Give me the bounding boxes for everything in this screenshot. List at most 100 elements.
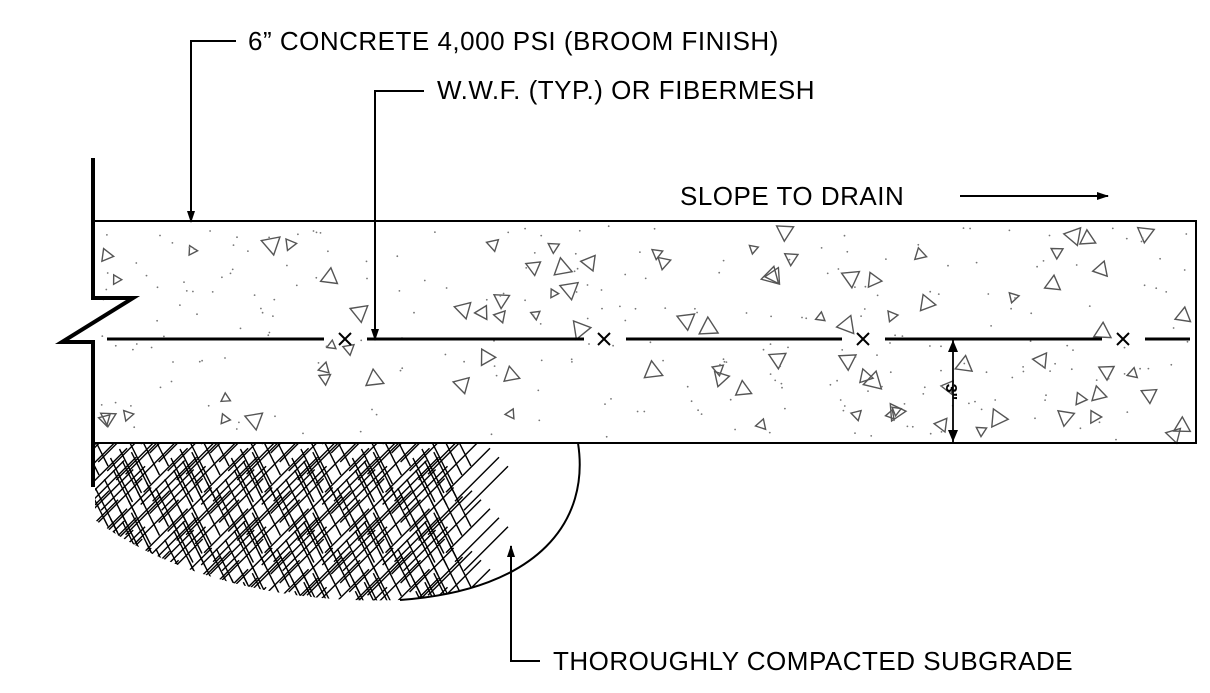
sand-speck [1125,237,1128,240]
sand-speck [836,379,838,382]
sand-speck [1183,269,1186,271]
sand-speck [1014,297,1016,299]
sand-speck [985,371,988,374]
sand-speck [962,227,965,230]
sand-speck [612,344,614,347]
sand-speck [268,331,271,334]
sand-speck [968,402,970,405]
sand-speck [788,258,791,261]
sand-speck [604,403,606,405]
hatch-cell [140,443,222,481]
sand-speck [864,285,867,288]
hatch-cell [291,443,351,503]
cross-marker [597,332,611,346]
sand-speck [319,232,322,234]
aggregate-mark [112,273,124,286]
sand-speck [538,419,541,422]
sand-speck [940,345,942,348]
hatch-cell [125,443,207,511]
aggregate-mark [1091,259,1109,278]
sand-speck [1079,427,1082,430]
hatch-cell [170,443,230,503]
sand-speck [867,390,869,392]
sand-speck [375,413,378,416]
sand-speck [1036,265,1038,268]
sand-speck [781,386,783,389]
sand-speck [236,236,238,239]
sand-speck [734,428,736,431]
subgrade-spec-label: THOROUGHLY COMPACTED SUBGRADE [553,646,1073,676]
aggregate-mark [243,412,264,432]
sand-speck [1185,233,1188,235]
sand-speck [159,234,161,237]
sand-speck [1111,227,1114,230]
sand-speck [502,292,505,295]
mesh-leader-line [371,90,424,341]
sand-speck [696,311,698,314]
sand-speck [860,315,862,317]
sand-speck [539,323,542,325]
sand-speck [1172,327,1175,329]
sand-speck [624,273,627,276]
sand-speck [267,334,270,337]
aggregate-mark [558,281,580,302]
sand-speck [644,277,647,280]
sand-speck [366,277,368,280]
sand-speck [1010,307,1012,310]
sand-speck [130,405,132,407]
sand-speck [1088,305,1091,307]
mesh-depth-label: 3" [942,384,959,400]
sand-speck [170,380,173,383]
sand-speck [423,279,426,282]
aggregate-mark [364,367,386,387]
sand-speck [586,284,589,286]
aggregate-mark [99,412,118,429]
sand-speck [1034,417,1036,420]
sand-speck [718,271,721,274]
sand-speck [224,357,226,359]
hatch-cell [246,550,328,601]
sand-speck [1141,237,1144,240]
sand-speck [1041,364,1044,367]
sand-speck [990,325,992,327]
sand-speck [1066,344,1069,347]
sand-speck [870,435,873,437]
sand-speck [1072,349,1074,351]
aggregate-mark [1008,291,1021,305]
aggregate-mark [891,406,903,418]
sand-speck [917,243,920,246]
sand-speck [843,405,846,407]
sand-speck [360,339,363,342]
sand-speck [106,272,109,274]
sand-speck [221,276,223,279]
hatch-cell [103,572,155,601]
sand-speck [286,264,288,267]
sand-speck [196,313,198,316]
hatch-cell [170,482,230,563]
sand-speck [1107,377,1110,380]
sand-speck [842,409,845,412]
sand-speck [839,399,842,401]
sand-speck [135,343,138,345]
aggregate-mark [849,409,863,422]
sand-speck [841,349,844,351]
aggregate-mark [975,426,988,438]
aggregate-mark [579,254,596,273]
sand-speck [745,312,748,314]
sand-speck [636,410,639,413]
aggregate-mark [734,379,753,396]
sand-speck [1140,240,1143,243]
subgrade-leader-line [507,545,540,662]
sand-speck [315,231,318,234]
sand-speck [302,432,304,435]
sand-speck [315,276,318,279]
aggregate-mark [285,237,298,252]
aggregate-mark [835,314,855,335]
cross-marker [338,332,352,346]
sand-speck [843,234,846,237]
sand-speck [1029,340,1032,342]
sand-speck [179,304,181,306]
sand-speck [525,267,528,269]
sand-speck [156,286,159,289]
